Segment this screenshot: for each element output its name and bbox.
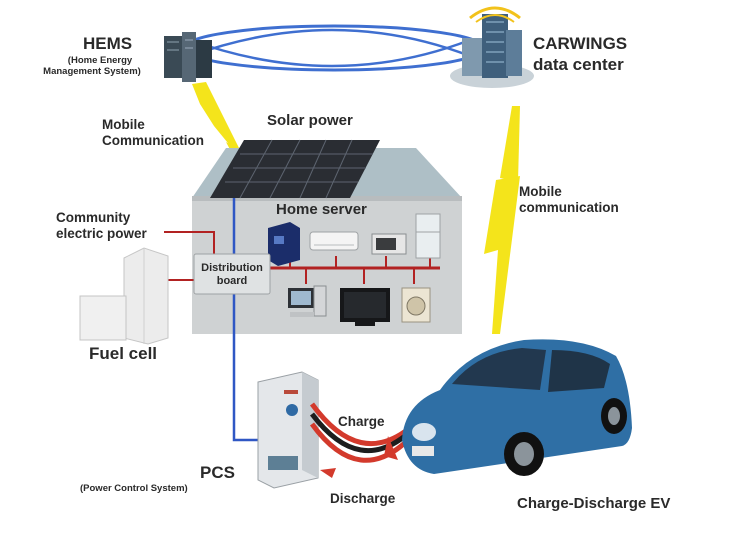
- fuel-cell-icon: [79, 247, 169, 345]
- carwings-title: CARWINGS: [533, 34, 628, 53]
- mobile-communication-left-line1: Mobile: [102, 117, 145, 132]
- lightning-icon: [484, 106, 520, 334]
- mobile-communication-right-line2: communication: [519, 200, 619, 215]
- communication-orbit: [182, 24, 486, 72]
- pcs-title: PCS: [200, 463, 235, 482]
- charge-label: Charge: [338, 414, 385, 429]
- mobile-communication-left-line2: Communication: [102, 133, 205, 148]
- microwave-icon: [371, 233, 407, 255]
- pcs-subtitle: (Power Control System): [80, 483, 188, 494]
- air-conditioner-icon: [309, 231, 359, 251]
- distribution-board-line2: board: [216, 275, 248, 287]
- charge-discharge-cables: [309, 402, 414, 478]
- pcs-cabinet-icon: [257, 371, 319, 489]
- community-power-line1: Community: [56, 210, 131, 225]
- server-tower-icon: [164, 32, 212, 82]
- television-icon: [340, 288, 390, 326]
- hems-title: HEMS: [83, 34, 133, 53]
- distribution-board-line1: Distribution: [201, 262, 263, 274]
- mobile-communication-right-line1: Mobile: [519, 184, 562, 199]
- fuel-cell-label: Fuel cell: [89, 344, 158, 363]
- ev-label: Charge-Discharge EV: [517, 495, 671, 512]
- discharge-label: Discharge: [330, 491, 396, 506]
- carwings-subtitle: data center: [533, 55, 624, 74]
- computer-icon: [288, 285, 327, 317]
- community-power-line2: electric power: [56, 226, 147, 241]
- electric-car-icon: [402, 339, 632, 476]
- datacenter-building-icon: [450, 6, 534, 88]
- hems-subtitle-line2: Management System): [43, 66, 141, 77]
- solar-panel-icon: [210, 139, 380, 199]
- home-server-icon: [268, 222, 300, 266]
- washing-machine-icon: [401, 287, 431, 323]
- power-wires: [164, 231, 440, 284]
- distribution-board: [193, 253, 271, 295]
- solar-power-label: Solar power: [267, 112, 353, 129]
- home-server-label: Home server: [276, 201, 367, 218]
- hems-subtitle-line1: (Home Energy: [67, 55, 133, 66]
- refrigerator-icon: [415, 213, 441, 259]
